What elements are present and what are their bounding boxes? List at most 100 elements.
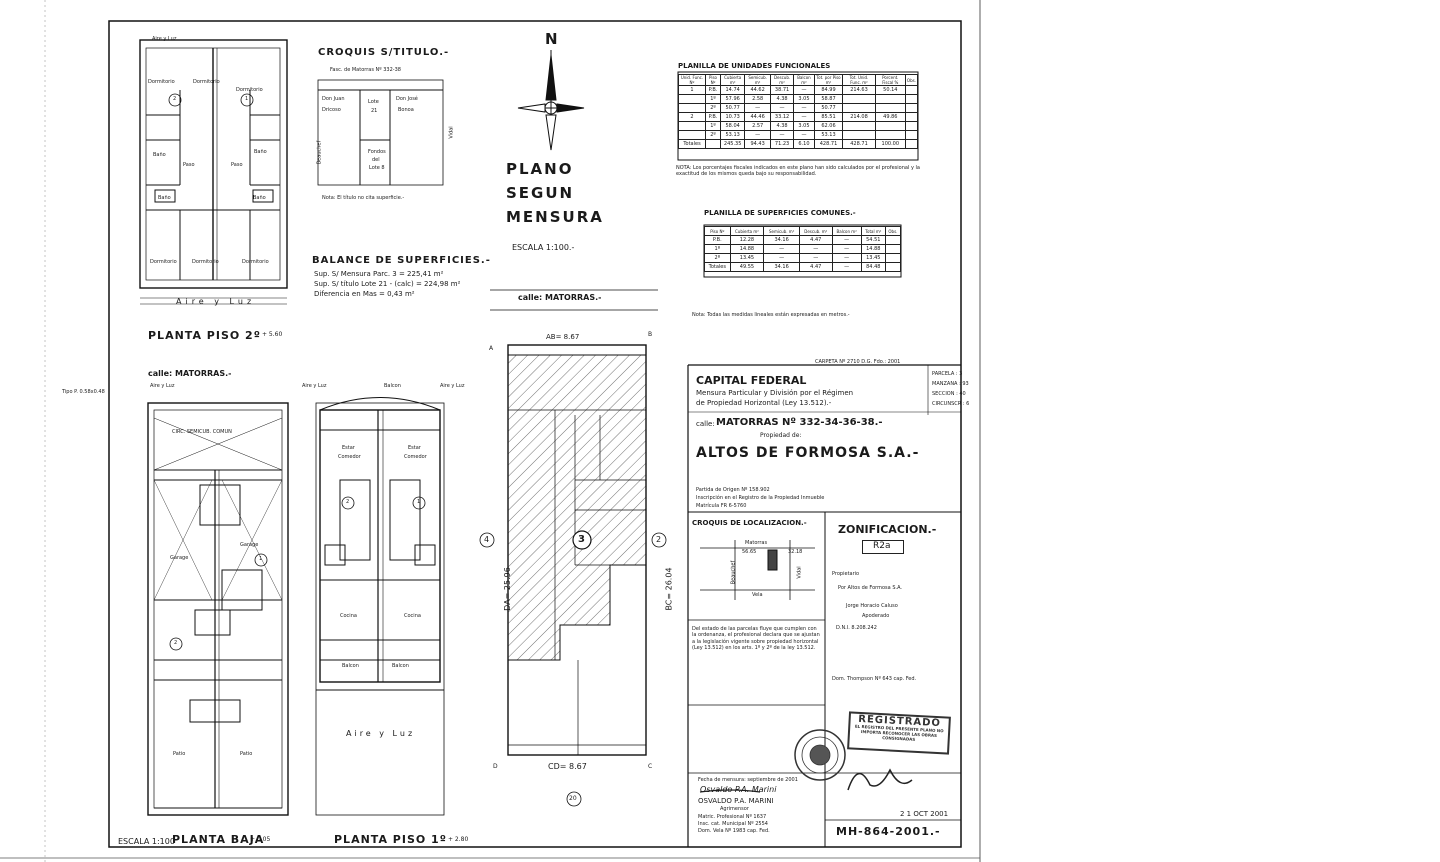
zonificacion-title: ZONIFICACION.-: [838, 523, 937, 536]
uf-table-cell: 245.35: [720, 139, 746, 149]
croquis-loc-drawing: [700, 540, 815, 600]
planta-piso-2: [139, 39, 288, 305]
declaration-text: Del estado de las parcelas fluye que cum…: [692, 626, 820, 651]
date-stamp: 2 1 OCT 2001: [900, 810, 949, 818]
sc-table-cell: Totales: [704, 262, 731, 272]
plan-title-line-3: MENSURA: [506, 208, 604, 226]
corner-b: B: [648, 331, 653, 338]
croquis-titulo-title: CROQUIS S/TITULO.-: [318, 47, 450, 58]
croquis-street-right: Vidal: [448, 126, 455, 139]
uf-table-cell: 2º: [704, 103, 722, 113]
uf-table-cell: 3.05: [793, 121, 815, 131]
parcela-label: PARCELA : 3: [932, 371, 963, 377]
uf-table-cell: 10.73: [720, 112, 746, 122]
calle-value: MATORRAS Nº 332-34-36-38.-: [716, 417, 883, 428]
parcel-ab-dim: AB= 8.67: [546, 333, 580, 341]
sc-table-header-cell: Piso Nº: [704, 226, 731, 236]
uf-table-cell: [874, 103, 906, 113]
uf-table-header-cell: Cubierta m²: [720, 74, 746, 86]
zonificacion-value: R2a: [873, 541, 891, 551]
profesional-line-1: Matric. Profesional Nº 1637: [698, 814, 767, 820]
manzana-label: MANZANA : 93: [932, 381, 969, 387]
calle-matorras-top: calle: MATORRAS.-: [518, 293, 602, 302]
sc-table-cell: 13.45: [729, 253, 765, 263]
uf-table-cell: 85.51: [813, 112, 844, 122]
uf-table-cell: 2.57: [744, 121, 771, 131]
planta-piso-2-label: PLANTA PISO 2º: [148, 329, 261, 342]
p2-room-dormitorio-2: Dormitorio: [193, 79, 220, 85]
pb-unit-1: 1: [259, 556, 263, 562]
pb-room-garage-1: Garage: [240, 542, 259, 548]
p2-room-bano-3: Baño: [158, 195, 171, 201]
uf-table-cell: 62.06: [813, 121, 844, 131]
partida-line-2: Inscripción en el Registro de la Propied…: [696, 495, 825, 501]
uf-table-cell: 6.10: [793, 139, 815, 149]
p1-aire-luz-top: Aire y Luz: [440, 383, 465, 389]
p2-room-dormitorio-6: Dormitorio: [242, 259, 269, 265]
uf-table-cell: [904, 112, 919, 122]
sc-table-cell: 13.45: [860, 253, 886, 263]
uf-table-cell: 50.14: [874, 85, 906, 95]
parcel-da-dim: DA= 25.96: [502, 567, 512, 611]
p1-room-balcon-2: Balcon: [342, 663, 359, 669]
uf-table-cell: [842, 103, 876, 113]
parcel-bc-dim: BC= 26.04: [664, 567, 674, 611]
uf-table-cell: 428.71: [842, 139, 876, 149]
p1-room-estar-2: Estar: [342, 445, 355, 451]
uf-table-cell: [704, 139, 722, 149]
mensura-line-1: Mensura Particular y División por el Rég…: [696, 389, 854, 397]
uf-table-header-cell: Tot. por Piso m²: [813, 74, 844, 86]
uf-table-cell: 214.63: [842, 85, 876, 95]
parcel-unit-3: 3: [578, 534, 585, 545]
propietario-line-2: Por Altos de Formosa S.A.: [838, 585, 903, 591]
balance-row-1: Sup. S/ Mensura Parc. 3 = 225,41 m²: [314, 270, 444, 278]
outer-frame: [108, 20, 962, 848]
profesional-firma: Osvaldo P.A. Marini: [700, 785, 777, 794]
corner-d: D: [493, 763, 498, 770]
propietario-line-4: Apoderado: [862, 613, 890, 619]
uf-table-cell: 58.04: [720, 121, 746, 131]
uf-table-cell: [842, 130, 876, 140]
uf-table-cell: 2.58: [744, 94, 771, 104]
uf-table-cell: 38.71: [769, 85, 795, 95]
sc-table-cell: 84.48: [860, 262, 886, 272]
uf-table-cell: [678, 94, 706, 104]
sc-table-header-cell: Cubierta m²: [729, 226, 765, 236]
uf-table-cell: 58.87: [813, 94, 844, 104]
pb-unit-2: 2: [174, 640, 178, 646]
propiedad-label: Propiedad de:: [760, 432, 802, 439]
sc-table-cell: [884, 253, 902, 263]
uf-table-cell: —: [793, 103, 815, 113]
parcel-unit-4: 4: [484, 535, 490, 544]
pb-room-patio-2: Patio: [173, 751, 186, 757]
uf-table-cell: [904, 139, 919, 149]
planta-piso-1-level: + 2.80: [448, 836, 469, 843]
propietario-line-6: Dom. Thompson Nº 643 cap. Fed.: [832, 676, 917, 682]
propietario-line-5: D.N.I. 8.208.242: [836, 625, 877, 631]
balance-title: BALANCE DE SUPERFICIES.-: [312, 255, 491, 266]
owner-3: Don José: [396, 96, 418, 102]
lote-label: Lote: [368, 99, 379, 105]
sc-table-cell: 49.55: [729, 262, 765, 272]
uf-table-cell: —: [793, 130, 815, 140]
capital-federal: CAPITAL FEDERAL: [696, 374, 807, 387]
p2-room-bano-1: Baño: [153, 152, 166, 158]
planilla-uf-note: NOTA: Los porcentajes fiscales indicados…: [676, 165, 920, 177]
uf-table-cell: 50.77: [720, 103, 746, 113]
uf-table-cell: 53.13: [720, 130, 746, 140]
p2-room-paso-1: Paso: [183, 162, 195, 168]
fondos-1: Fondos: [368, 149, 386, 155]
p2-aire-luz-top: Aire y Luz: [152, 36, 177, 42]
p2-room-bano-2: Baño: [254, 149, 267, 155]
p2-room-dormitorio-1: Dormitorio: [148, 79, 175, 85]
sc-table-cell: [884, 235, 902, 245]
uf-table-cell: [904, 130, 919, 140]
plan-title-line-2: SEGUN: [506, 184, 575, 202]
parcel-plan: [479, 289, 667, 807]
